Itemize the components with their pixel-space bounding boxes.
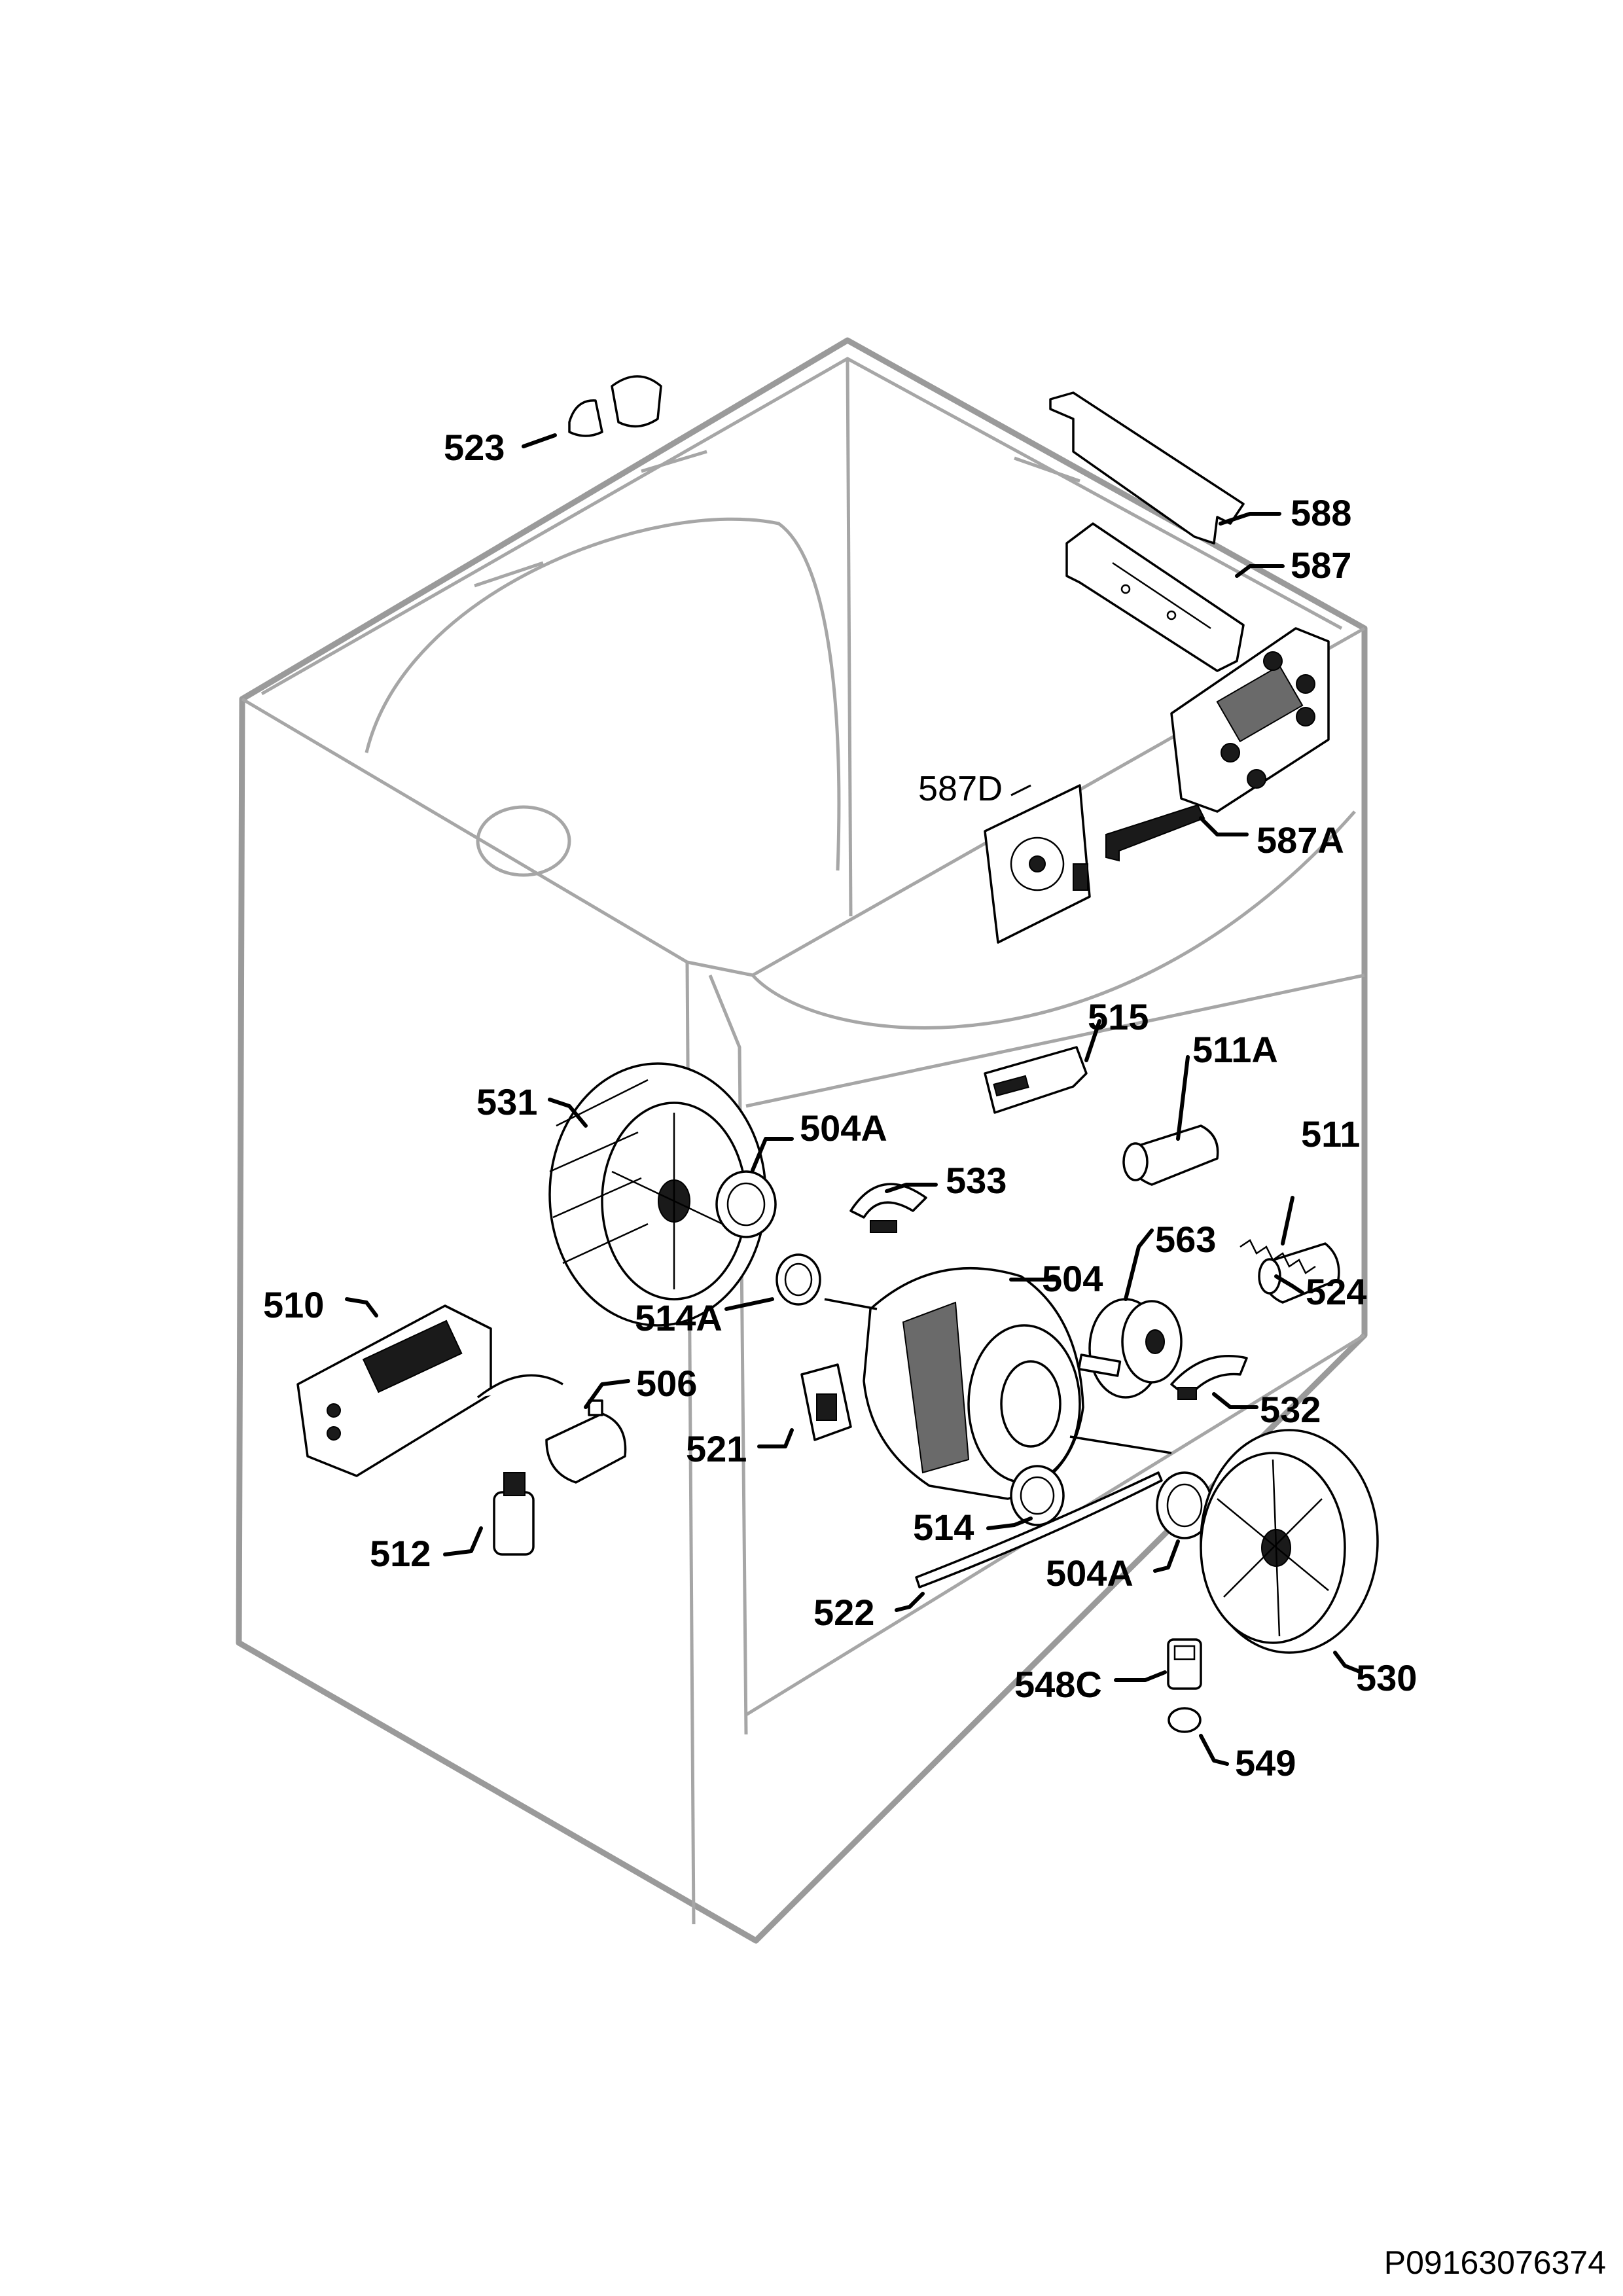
part-selector-module-587A [1105,627,1330,862]
callout-514: 514 [913,1507,974,1548]
callout-labels: 523 588 587 587D 587A 515 511A 511 531 5… [263,427,1417,1784]
callout-511A: 511A [1192,1029,1278,1070]
callout-587A: 587A [1257,819,1344,861]
part-spring-524 [1240,1239,1316,1274]
callout-548C: 548C [1014,1664,1102,1705]
part-filter-548C [1167,1638,1202,1690]
callout-515: 515 [1088,996,1149,1037]
part-shoe-532 [1170,1355,1248,1400]
document-reference: P09163076374 [1383,2244,1606,2281]
callout-514A: 514A [635,1297,722,1338]
part-belt-522 [915,1471,1163,1588]
part-tacho-sensor-521 [800,1363,852,1441]
part-heater-element-510 [296,1304,563,1477]
callout-530: 530 [1356,1657,1417,1698]
callout-563: 563 [1155,1219,1216,1260]
leader-lines [345,433,1363,1766]
part-seal-504A-upper [715,1170,777,1238]
part-motor-504 [824,1266,1172,1500]
callout-532: 532 [1260,1389,1321,1430]
part-fan-wheel-530 [1200,1429,1379,1654]
callout-511: 511 [1301,1113,1360,1155]
part-cover-588 [1049,391,1245,545]
part-bearing-514A [776,1253,821,1306]
callout-524: 524 [1306,1271,1366,1312]
callout-504: 504 [1042,1258,1103,1299]
part-capacitor-511 [1258,1242,1340,1304]
part-display-board-587D [984,784,1091,944]
callout-522: 522 [813,1592,874,1633]
part-filter-506 [545,1399,627,1484]
callout-504A-lower: 504A [1046,1552,1133,1594]
callout-521: 521 [686,1428,747,1469]
callout-533: 533 [946,1160,1007,1201]
callout-510: 510 [263,1284,324,1325]
part-seal-504A-lower [1156,1471,1213,1539]
callout-506: 506 [636,1363,697,1404]
part-sensor-512 [493,1472,535,1556]
part-door-switch-515 [984,1046,1088,1114]
part-bracket-533 [849,1183,927,1233]
part-bearing-514 [1010,1465,1065,1526]
callout-549: 549 [1235,1742,1296,1784]
part-control-board-587 [1065,522,1245,672]
callout-587D: 587D [918,769,1003,808]
callout-504A-upper: 504A [800,1107,887,1149]
callout-531: 531 [476,1081,537,1122]
part-cap-549 [1168,1707,1202,1733]
callout-523: 523 [444,427,505,468]
part-capacitor-511A [1122,1124,1219,1186]
callout-588: 588 [1291,492,1351,533]
callout-587: 587 [1291,545,1351,586]
part-clip-523 [568,375,662,437]
callout-512: 512 [370,1533,431,1574]
